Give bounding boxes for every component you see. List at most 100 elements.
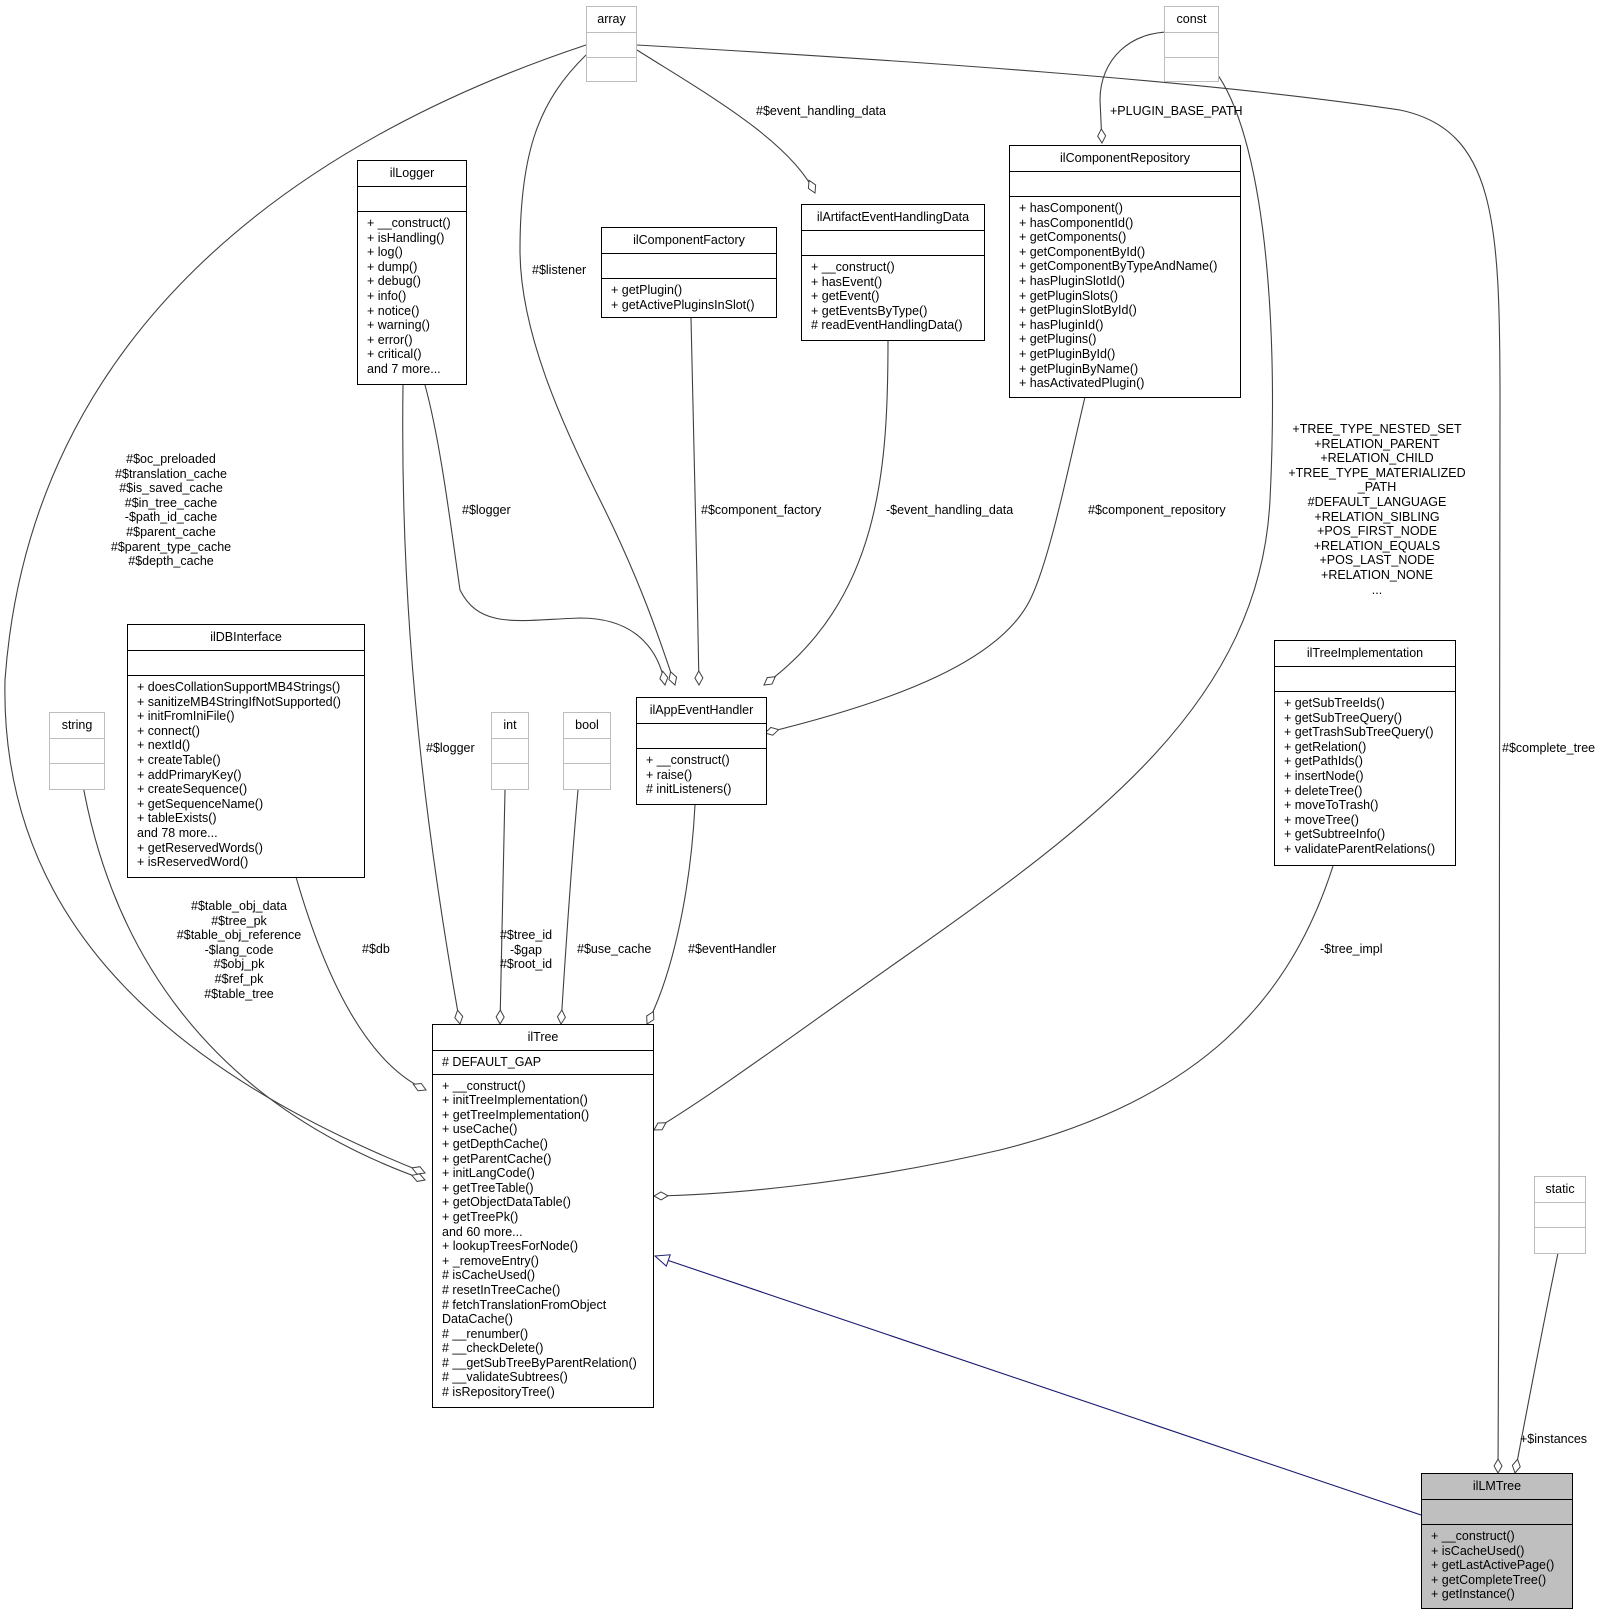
class-ilartifacteventhandlingdata-name: ilArtifactEventHandlingData [802, 205, 984, 231]
class-iltree-methods: + __construct() + initTreeImplementation… [433, 1075, 653, 1404]
label-line: #$oc_preloaded [126, 452, 216, 466]
edge-label-component-factory: #$component_factory [701, 503, 821, 518]
method: + hasEvent() [811, 274, 883, 289]
edge-array-to-illmtree [636, 44, 1503, 1475]
method: # readEventHandlingData() [811, 318, 963, 333]
method: + sanitizeMB4StringIfNotSupported() [137, 694, 341, 709]
class-iltreeimplementation-name: ilTreeImplementation [1275, 641, 1455, 667]
method: + getCompleteTree() [1431, 1572, 1547, 1587]
method: + critical() [367, 347, 422, 362]
method: + getSequenceName() [137, 796, 264, 811]
class-illogger[interactable]: ilLogger + __construct() + isHandling() … [357, 160, 467, 385]
edge-db-to-iltree [295, 876, 427, 1092]
label-line: #$depth_cache [128, 554, 214, 569]
method: + getSubTreeQuery() [1284, 710, 1402, 725]
edge-label-component-repository: #$component_repository [1088, 503, 1226, 518]
class-string[interactable]: string [49, 712, 105, 790]
class-ildbinterface[interactable]: ilDBInterface + doesCollationSupportMB4S… [127, 624, 365, 878]
label-line: #$is_saved_cache [119, 481, 223, 496]
class-ilcomponentfactory-attrs [602, 254, 776, 279]
label-line: #$table_obj_reference [176, 928, 302, 943]
class-ilartifacteventhandlingdata[interactable]: ilArtifactEventHandlingData + __construc… [801, 204, 985, 341]
class-const-attrs [1165, 33, 1218, 58]
class-ilappeventhandler-name: ilAppEventHandler [637, 698, 766, 724]
class-illmtree-attrs [1422, 1500, 1572, 1525]
class-int-methods [492, 764, 528, 789]
class-static[interactable]: static [1534, 1176, 1586, 1254]
class-illmtree-name: ilLMTree [1422, 1474, 1572, 1500]
label-line: +RELATION_PARENT [1314, 436, 1440, 451]
method: DataCache() [442, 1312, 513, 1327]
label-line: +RELATION_CHILD [1320, 451, 1434, 466]
method: + warning() [367, 318, 430, 333]
method: + getPlugin() [611, 283, 683, 297]
method: + lookupTreesForNode() [442, 1239, 579, 1254]
class-ilcomponentfactory-methods: + getPlugin() + getActivePluginsInSlot() [602, 279, 776, 316]
class-string-name: string [50, 713, 104, 739]
class-const[interactable]: const [1164, 6, 1219, 82]
edge-treeimpl-to-iltree [652, 865, 1334, 1201]
class-static-attrs [1535, 1203, 1585, 1228]
class-bool[interactable]: bool [563, 712, 611, 790]
label-line: #$logger [426, 741, 475, 755]
method: + tableExists() [137, 811, 217, 826]
method: + getSubtreeInfo() [1284, 827, 1386, 842]
method: + notice() [367, 303, 420, 318]
class-illogger-name: ilLogger [358, 161, 466, 187]
method: + getPluginByName() [1019, 361, 1139, 376]
class-ilcomponentrepository[interactable]: ilComponentRepository + hasComponent() +… [1009, 145, 1241, 398]
method: + hasComponent() [1019, 201, 1123, 215]
edge-const-to-repository [1097, 31, 1176, 145]
method: + getObjectDataTable() [442, 1195, 571, 1210]
method: + getTrashSubTreeQuery() [1284, 725, 1434, 740]
class-illmtree[interactable]: ilLMTree + __construct() + isCacheUsed()… [1421, 1473, 1573, 1609]
edge-const-to-iltree [653, 64, 1274, 1131]
class-ilcomponentfactory[interactable]: ilComponentFactory + getPlugin() + getAc… [601, 227, 777, 318]
label-line: #$table_obj_data [191, 899, 287, 913]
method: + nextId() [137, 738, 191, 753]
class-string-attrs [50, 739, 104, 764]
method: + getTreeTable() [442, 1180, 534, 1195]
class-static-name: static [1535, 1177, 1585, 1203]
class-ilcomponentrepository-name: ilComponentRepository [1010, 146, 1240, 172]
method: + getActivePluginsInSlot() [611, 297, 755, 312]
label-line: #$component_repository [1088, 503, 1226, 517]
label-line: #$use_cache [577, 942, 652, 956]
class-ilappeventhandler[interactable]: ilAppEventHandler + __construct() + rais… [636, 697, 767, 805]
edge-label-tree-impl: -$tree_impl [1320, 942, 1383, 957]
method: + getEvent() [811, 289, 880, 304]
method: + getParentCache() [442, 1151, 552, 1166]
method: + log() [367, 245, 403, 260]
method: + dump() [367, 259, 418, 274]
edge-label-event-handling-data-private: -$event_handling_data [886, 503, 1013, 518]
label-line: #$complete_tree [1502, 741, 1596, 755]
method: + insertNode() [1284, 768, 1364, 783]
edge-label-event-handling-data: #$event_handling_data [756, 104, 886, 119]
class-bool-attrs [564, 739, 610, 764]
class-ilappeventhandler-methods: + __construct() + raise() # initListener… [637, 749, 766, 801]
method: + initTreeImplementation() [442, 1093, 588, 1108]
edge-label-const-members: +TREE_TYPE_NESTED_SET +RELATION_PARENT +… [1280, 422, 1474, 597]
method: + deleteTree() [1284, 783, 1363, 798]
method: + __construct() [442, 1078, 526, 1093]
method: + hasComponentId() [1019, 215, 1134, 230]
method: + info() [367, 288, 407, 303]
method: # initListeners() [646, 782, 732, 797]
class-ilartifacteventhandlingdata-attrs [802, 231, 984, 256]
method: + getTreePk() [442, 1209, 519, 1224]
method: + getDepthCache() [442, 1136, 548, 1151]
edge-appeventhandler-to-iltree [646, 804, 696, 1025]
class-int[interactable]: int [491, 712, 529, 790]
method: + moveToTrash() [1284, 798, 1379, 813]
class-array[interactable]: array [586, 6, 637, 82]
label-line: #$translation_cache [115, 466, 227, 481]
edge-label-use-cache: #$use_cache [577, 942, 651, 957]
class-iltree[interactable]: ilTree # DEFAULT_GAP + __construct() + i… [432, 1024, 654, 1408]
method: + getComponentById() [1019, 244, 1146, 259]
label-line: -$lang_code [204, 942, 274, 957]
class-iltreeimplementation[interactable]: ilTreeImplementation + getSubTreeIds() +… [1274, 640, 1456, 866]
edge-label-int-members: #$tree_id -$gap #$root_id [494, 928, 558, 972]
label-line: #$db [362, 942, 390, 956]
class-iltreeimplementation-attrs [1275, 667, 1455, 692]
edge-label-logger-handler: #$logger [462, 503, 511, 518]
